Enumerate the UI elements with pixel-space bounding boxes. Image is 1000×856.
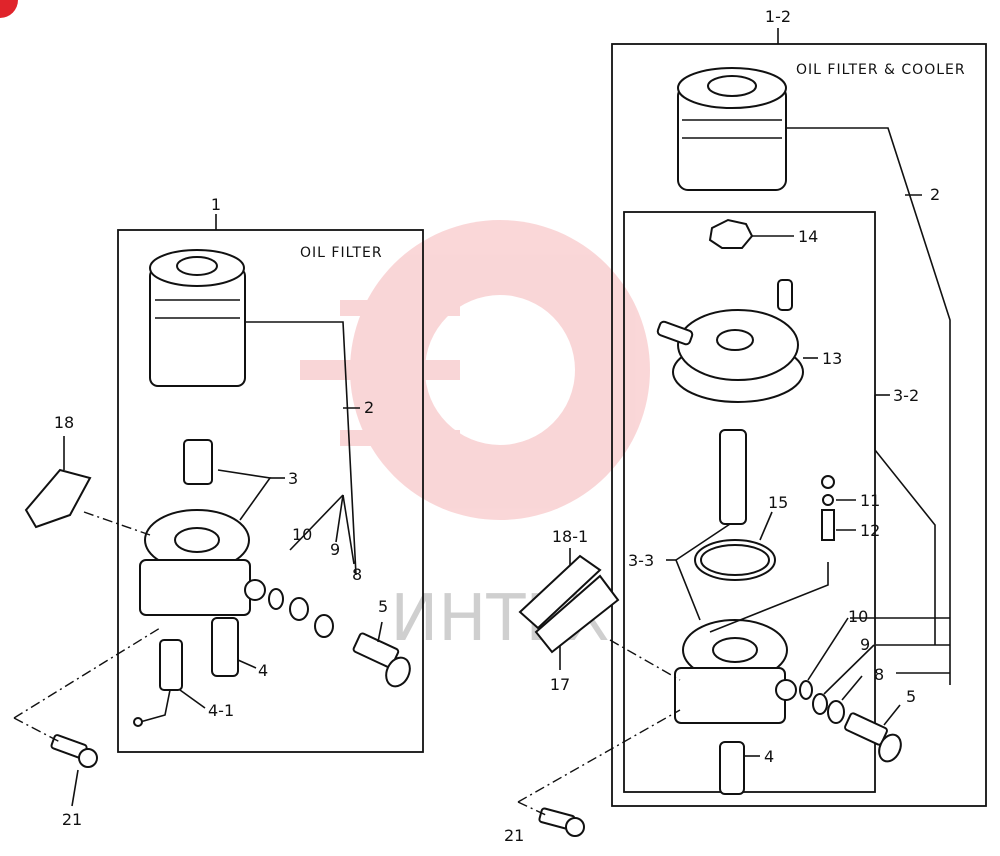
label-10-right: 10 <box>848 607 868 626</box>
stud-3-3 <box>719 429 747 525</box>
label-3-left: 3 <box>288 469 298 488</box>
oring-10-right <box>799 680 813 700</box>
label-11: 11 <box>860 491 880 510</box>
oring-8-left <box>314 614 334 638</box>
label-4-1: 4-1 <box>208 701 234 720</box>
label-9-right: 9 <box>860 635 870 654</box>
label-10-left: 10 <box>292 525 312 544</box>
filter-housing-right <box>674 619 797 724</box>
label-21-right: 21 <box>504 826 524 845</box>
label-2-left: 2 <box>364 398 374 417</box>
bracket-18 <box>24 468 92 529</box>
corner-badge <box>0 0 18 18</box>
label-8-right: 8 <box>874 665 884 684</box>
label-21-left: 21 <box>62 810 82 829</box>
bolt-5-right <box>844 712 902 763</box>
oil-filter-group: 1 OIL FILTER <box>13 195 424 829</box>
oring-15-inner <box>700 544 770 576</box>
nut-14 <box>708 218 754 249</box>
bolt-4-right <box>719 741 745 795</box>
filter-cartridge-right <box>677 67 787 191</box>
group-number-oil-filter: 1 <box>211 195 221 214</box>
label-8-left: 8 <box>352 565 362 584</box>
group-title-oil-filter-cooler: OIL FILTER & COOLER <box>796 62 966 78</box>
label-9-left: 9 <box>330 540 340 559</box>
oring-10-left <box>268 588 284 610</box>
label-3-2: 3-2 <box>893 386 919 405</box>
plug-11 <box>821 475 835 489</box>
filter-cartridge-left <box>149 249 246 387</box>
nipple-left <box>183 439 213 485</box>
watermark-logo <box>300 220 650 520</box>
label-18-1: 18-1 <box>552 527 588 546</box>
oring-8-right <box>827 700 845 724</box>
sensor-4-1 <box>133 639 183 727</box>
bolt-4-left <box>211 617 239 677</box>
cooler-outer-frame <box>611 43 987 807</box>
oil-filter-cooler-group: 1-2 OIL FILTER & COOLER <box>504 7 987 845</box>
label-13: 13 <box>822 349 842 368</box>
oring-9-right <box>812 693 828 715</box>
cooler-13 <box>656 279 804 403</box>
label-5-left: 5 <box>378 597 388 616</box>
label-4-left: 4 <box>258 661 268 680</box>
group-title-oil-filter: OIL FILTER <box>300 245 383 261</box>
spring-12 <box>821 509 835 541</box>
bolt-21-right <box>538 807 585 837</box>
oil-filter-frame <box>117 229 424 753</box>
label-17: 17 <box>550 675 570 694</box>
filter-housing-left <box>139 509 266 616</box>
ball-11 <box>822 494 834 506</box>
label-4-right: 4 <box>764 747 774 766</box>
bolt-5-left <box>352 632 411 688</box>
plate-17 <box>534 574 620 654</box>
group-number-oil-filter-cooler: 1-2 <box>765 7 791 26</box>
cooler-inner-frame <box>623 211 876 793</box>
label-3-3: 3-3 <box>628 551 654 570</box>
label-5-right: 5 <box>906 687 916 706</box>
bolt-21-left <box>50 734 98 768</box>
label-2-right: 2 <box>930 185 940 204</box>
gasket-18-1 <box>518 554 602 630</box>
oring-9-left <box>289 597 309 621</box>
label-12: 12 <box>860 521 880 540</box>
label-14: 14 <box>798 227 818 246</box>
label-18: 18 <box>54 413 74 432</box>
label-15: 15 <box>768 493 788 512</box>
